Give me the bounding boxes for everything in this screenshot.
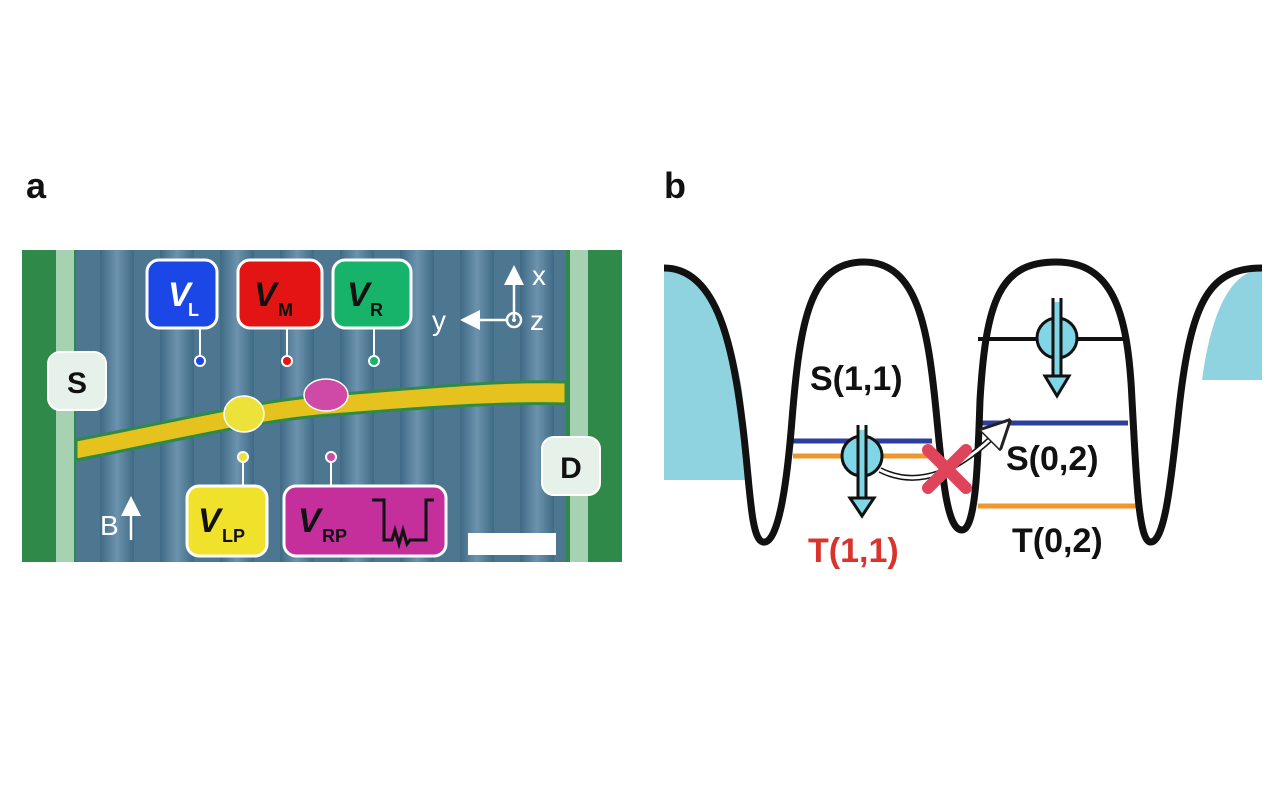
axes-indicator: x y z	[432, 260, 546, 336]
spin-left	[840, 425, 884, 519]
pulse-icon	[372, 498, 434, 550]
source-label: S	[67, 367, 87, 400]
source-label-box: S	[47, 351, 107, 411]
gate-vl-sub: L	[188, 300, 199, 320]
gate-vm-sub: M	[278, 300, 293, 320]
gate-vrp-main: V	[298, 502, 324, 540]
gate-vm: V M	[236, 258, 324, 330]
gate-vr-main: V	[347, 276, 373, 314]
gate-vlp-sub: LP	[222, 526, 245, 546]
blocked-x-icon	[922, 444, 972, 494]
vrp-contact-dot	[325, 451, 337, 463]
x-axis-label: x	[532, 260, 546, 291]
top-gate-stems	[199, 328, 375, 356]
gate-vr: V R	[331, 258, 413, 330]
left-reservoir	[664, 269, 752, 480]
gate-vl-main: V	[168, 276, 194, 314]
spin-left-down-arrow-icon	[847, 496, 877, 519]
scale-bar	[468, 533, 556, 555]
spin-right-down-arrow-icon	[1042, 374, 1072, 399]
field-label: B	[100, 510, 119, 541]
vl-contact-dot	[194, 355, 206, 367]
drain-label-box: D	[541, 436, 601, 496]
energy-diagram: S(1,1) T(1,1) S(0,2) T(0,2)	[663, 258, 1263, 570]
t11-label: T(1,1)	[808, 532, 899, 570]
gate-vrp: V RP	[282, 484, 448, 558]
s11-label: S(1,1)	[810, 360, 903, 398]
potential-curve	[663, 258, 1263, 546]
gate-vl: V L	[145, 258, 219, 330]
spin-right	[1035, 298, 1079, 399]
t02-label: T(0,2)	[1012, 522, 1103, 560]
z-axis-label: z	[530, 305, 544, 336]
gate-vlp-main: V	[198, 502, 224, 540]
bottom-gate-stems	[242, 462, 332, 486]
vr-contact-dot	[368, 355, 380, 367]
gate-vr-sub: R	[370, 300, 383, 320]
right-reservoir	[1202, 270, 1262, 380]
gate-vlp: V LP	[185, 484, 269, 558]
device-image: V L V M V R V LP V RP	[22, 250, 622, 562]
left-dot	[223, 395, 265, 433]
gate-vm-main: V	[254, 276, 280, 314]
drain-label: D	[560, 452, 582, 485]
right-dot	[303, 378, 349, 412]
vm-contact-dot	[281, 355, 293, 367]
s02-label: S(0,2)	[1006, 440, 1099, 478]
panel-b-label: b	[664, 165, 686, 206]
z-axis-icon	[505, 311, 523, 329]
panel-a-label: a	[26, 165, 47, 206]
gate-vrp-sub: RP	[322, 526, 347, 546]
y-axis-label: y	[432, 305, 446, 336]
vlp-contact-dot	[237, 451, 249, 463]
